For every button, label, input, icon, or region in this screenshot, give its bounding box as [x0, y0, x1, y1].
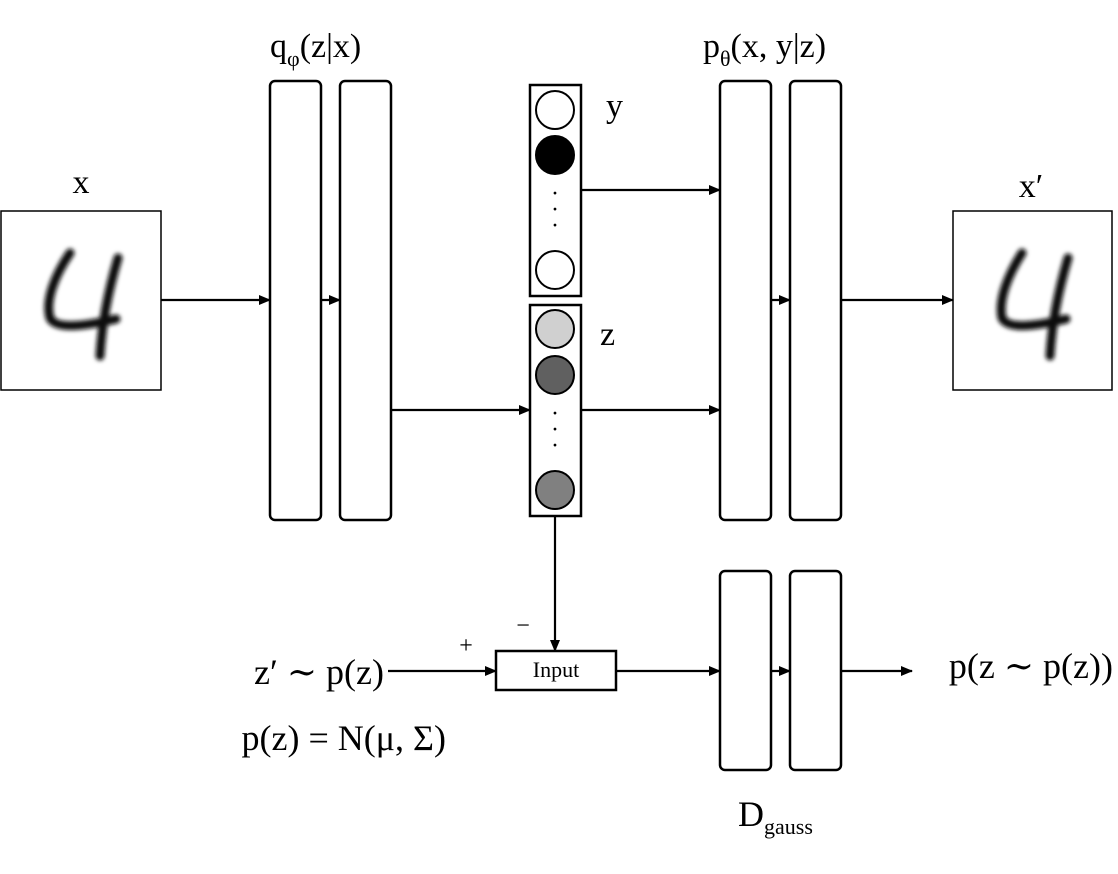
output-image: [952, 210, 1113, 391]
y-ellipsis-dot: ·: [551, 213, 559, 239]
minus-sign: −: [516, 613, 530, 639]
discriminator-layer-2: [788, 569, 843, 772]
y-node: [535, 135, 575, 175]
z-node: [535, 355, 575, 395]
y-label: y: [606, 88, 623, 125]
output-image-label: x′: [1019, 168, 1043, 205]
decoder-label-main: p: [703, 28, 720, 65]
discriminator-label-subscript: gauss: [764, 814, 813, 839]
y-node: [535, 90, 575, 130]
output-image-frame: [952, 210, 1113, 391]
z-node: [535, 309, 575, 349]
encoder-label-subscript: φ: [287, 46, 300, 71]
y-ellipsis-dot: ·: [551, 181, 559, 207]
input-digit-stroke: [44, 248, 123, 361]
prior-sample-label: z′ ∼ p(z): [254, 652, 384, 692]
input-image-label: x: [73, 164, 90, 201]
input-image: [0, 210, 162, 391]
decoder-layer-1: [718, 79, 773, 522]
encoder-label-main: q: [270, 28, 287, 65]
decoder-label: pθ(x, y|z): [703, 28, 826, 71]
z-ellipsis-dot: ·: [551, 401, 559, 427]
encoder-label-args: (z|x): [300, 28, 362, 65]
plus-sign: +: [459, 633, 473, 659]
input-box-label: Input: [533, 657, 579, 682]
discriminator-label: Dgauss: [738, 794, 813, 839]
discriminator-output-label: p(z ∼ p(z)): [949, 646, 1113, 686]
y-ellipsis-dot: ·: [551, 197, 559, 223]
z-label: z: [600, 316, 615, 353]
input-image-frame: [0, 210, 162, 391]
input-box: [494, 649, 618, 692]
output-digit-stroke: [996, 248, 1073, 361]
decoder-label-subscript: θ: [720, 46, 731, 71]
z-ellipsis-dot: ·: [551, 433, 559, 459]
discriminator-label-main: D: [738, 794, 764, 834]
z-node: [535, 470, 575, 510]
encoder-label: qφ(z|x): [270, 28, 361, 71]
discriminator-layer-1: [718, 569, 773, 772]
y-node: [535, 250, 575, 290]
z-ellipsis-dot: ·: [551, 417, 559, 443]
encoder-layer-2: [338, 79, 393, 522]
decoder-layer-2: [788, 79, 843, 522]
prior-definition-label: p(z) = N(μ, Σ): [242, 718, 447, 758]
decoder-label-args: (x, y|z): [731, 28, 827, 65]
encoder-layer-1: [268, 79, 323, 522]
